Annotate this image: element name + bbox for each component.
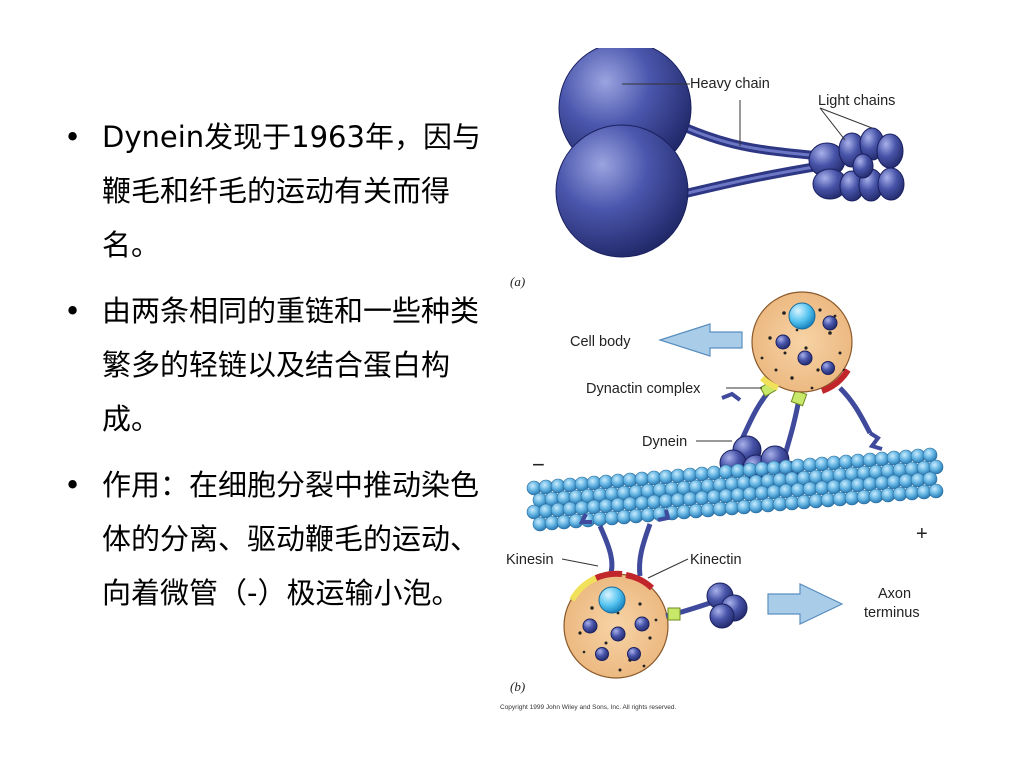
panel-b-label: (b) xyxy=(510,679,525,694)
cell-body-arrow xyxy=(658,323,743,357)
heavy-chain-head-lower xyxy=(555,124,689,258)
heavy-chain-label: Heavy chain xyxy=(690,76,770,92)
cell-body-label: Cell body xyxy=(570,334,631,350)
lower-vesicle-core xyxy=(598,586,626,614)
dynactin-complex xyxy=(820,368,851,394)
kinectin-label: Kinectin xyxy=(690,552,742,568)
panel-a-label: (a) xyxy=(510,274,525,289)
bullet-item: • 由两条相同的重链和一些种类繁多的轻链以及结合蛋白构成。 xyxy=(56,284,496,446)
bullet-text: Dynein发现于1963年，因与鞭毛和纤毛的运动有关而得名。 xyxy=(102,120,481,262)
bullet-text: 由两条相同的重链和一些种类繁多的轻链以及结合蛋白构成。 xyxy=(102,294,480,436)
bullet-list: • Dynein发现于1963年，因与鞭毛和纤毛的运动有关而得名。 • 由两条相同的… xyxy=(56,110,496,632)
dynein-label: Dynein xyxy=(642,434,687,450)
kinesin-label: Kinesin xyxy=(506,552,554,568)
bullet-marker: • xyxy=(64,294,82,328)
light-chains-cluster xyxy=(808,127,905,202)
bullet-item: • Dynein发现于1963年，因与鞭毛和纤毛的运动有关而得名。 xyxy=(56,110,496,272)
minus-end-label: − xyxy=(532,452,545,477)
vesicle-core xyxy=(788,302,816,330)
dynein-kinesin-figure: Heavy chain Light chains (a) xyxy=(500,48,960,718)
bullet-marker: • xyxy=(64,120,82,154)
plus-end-label: + xyxy=(916,523,928,545)
dynactin-complex-label: Dynactin complex xyxy=(586,381,701,397)
dynein-molecule: Heavy chain Light chains (a) xyxy=(510,48,905,289)
kinectin xyxy=(594,570,623,581)
figure-svg: Heavy chain Light chains (a) xyxy=(500,48,944,711)
bullet-text: 作用：在细胞分裂中推动染色体的分离、驱动鞭毛的运动、向着微管（-）极运输小泡。 xyxy=(102,468,480,610)
terminus-label: terminus xyxy=(864,605,920,621)
light-chains-label: Light chains xyxy=(818,93,895,109)
microtubule xyxy=(526,447,944,532)
light-chains-leader-line xyxy=(819,107,846,141)
bullet-item: • 作用：在细胞分裂中推动染色体的分离、驱动鞭毛的运动、向着微管（-）极运输小泡。 xyxy=(56,458,496,620)
axon-terminus-arrow xyxy=(767,583,844,625)
bullet-marker: • xyxy=(64,468,82,502)
copyright-text: Copyright 1999 John Wiley and Sons, Inc.… xyxy=(500,704,677,711)
axon-label: Axon xyxy=(878,586,911,602)
stalk-upper xyxy=(670,118,825,161)
dynein-stalk xyxy=(737,388,772,445)
kinesin-vesicle xyxy=(563,509,748,679)
kinesin-stalk xyxy=(597,524,615,577)
